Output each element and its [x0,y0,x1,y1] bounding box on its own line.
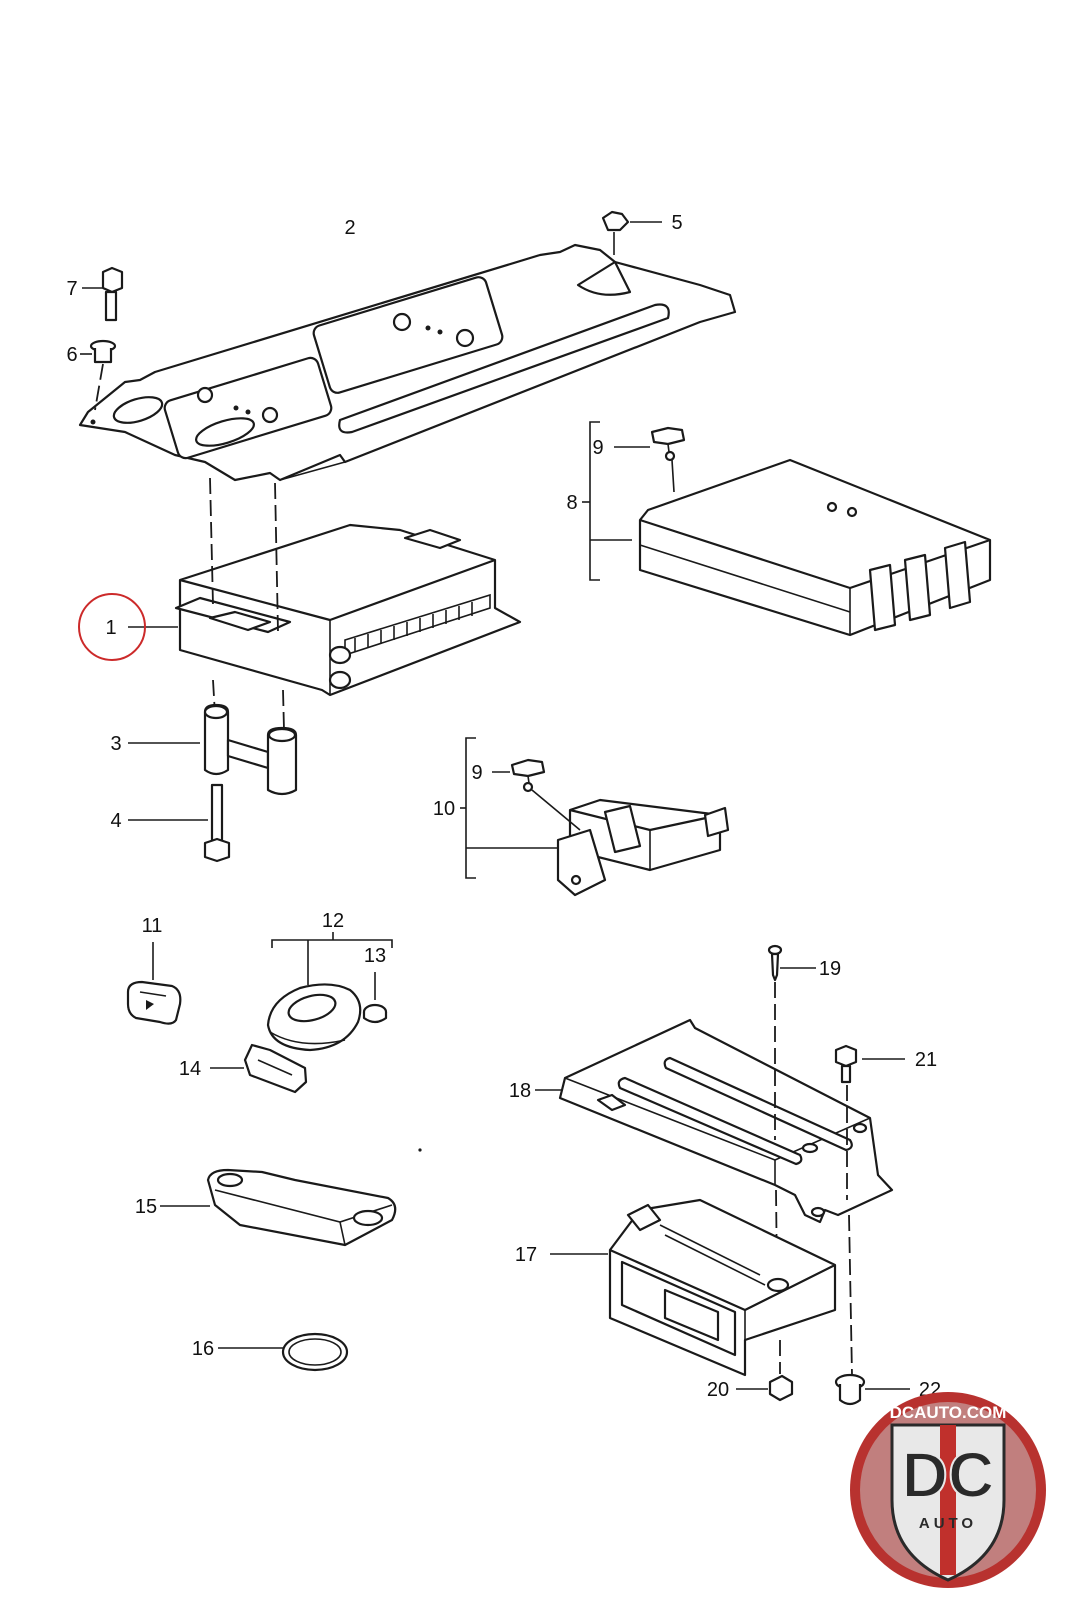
spacer-bracket-part-3 [128,703,298,796]
receiver-part-15 [160,1168,397,1247]
bolt-part-21 [834,1044,905,1376]
callout-2: 2 [344,217,355,239]
callout-3: 3 [110,733,121,755]
logo-site-text: DCAUTO.COM [890,1403,1007,1422]
callout-6: 6 [66,344,77,366]
callout-7: 7 [66,278,77,300]
callout-10: 10 [433,798,455,820]
ring-part-16 [218,1332,349,1372]
callout-16: 16 [192,1338,214,1360]
logo-stripe [940,1425,956,1575]
clip-part-14 [210,1043,308,1094]
callout-13: 13 [364,945,386,967]
callout-20: 20 [707,1379,729,1401]
logo-word: AUTO [919,1515,977,1532]
spacer-part-22 [834,1373,910,1406]
bracket-part-18 [535,1018,894,1224]
key-head-part-11 [126,942,182,1025]
battery-part-13 [362,972,388,1024]
callout-21: 21 [915,1049,937,1071]
remote-fob-part-12 [266,932,393,1052]
control-unit-part-8 [582,421,992,637]
callout-9-lower: 9 [471,762,482,784]
control-unit-part-1 [128,477,522,731]
callout-19: 19 [819,958,841,980]
callout-15: 15 [135,1196,157,1218]
nut-part-5 [601,210,662,255]
callout-4: 4 [110,810,121,832]
callout-12: 12 [322,910,344,932]
connector-pins [354,602,473,652]
callout-5: 5 [671,212,682,234]
callout-9-upper: 9 [592,437,603,459]
nut-part-20 [736,1340,794,1402]
callout-1: 1 [105,617,116,639]
bushing-part-6 [80,339,117,411]
callout-8: 8 [566,492,577,514]
mounting-plate-part-2 [78,243,737,482]
highlight-circle [78,593,146,661]
logo-initials: DC [902,1439,994,1511]
callout-17: 17 [515,1244,537,1266]
long-bolt-part-4 [128,783,231,863]
connector-part-9-lower [492,758,581,831]
sensor-bracket-part-10 [460,737,730,897]
dc-auto-logo: DCAUTO.COM DC AUTO [850,1392,1046,1588]
connector-part-9-upper [614,426,686,493]
callout-14: 14 [179,1058,201,1080]
callout-11: 11 [142,915,163,937]
callout-18: 18 [509,1080,531,1102]
bolt-part-7 [82,266,124,322]
control-unit-part-17 [550,1198,837,1377]
